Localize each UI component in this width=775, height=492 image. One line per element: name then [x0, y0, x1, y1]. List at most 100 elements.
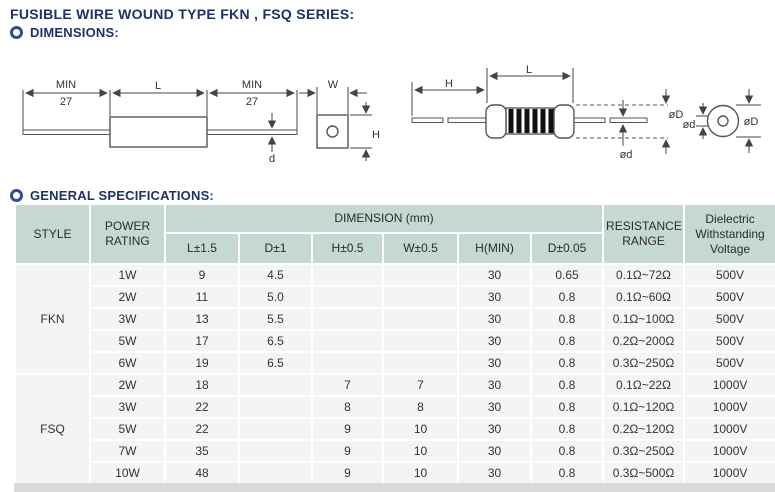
dim-value-min-right: 27 — [246, 96, 258, 108]
cell-h — [311, 285, 384, 309]
fkn-outline-drawing: H L øD ød ød øD — [411, 64, 761, 161]
dim-label-od-end-inner: ød — [683, 119, 696, 131]
cell-w — [382, 351, 459, 375]
cell-resistance: 0.2Ω~120Ω — [602, 417, 686, 441]
cell-power: 5W — [89, 417, 166, 441]
cell-d005: 0.8 — [529, 373, 605, 397]
cell-voltage: 500V — [683, 329, 775, 353]
cell-d — [238, 461, 313, 485]
header-dim-d005: D±0.05 — [529, 232, 605, 265]
cell-l: 9 — [164, 263, 240, 287]
cell-power: 6W — [89, 351, 166, 375]
cell-d: 4.5 — [238, 263, 313, 287]
header-dim-w: W±0.5 — [382, 232, 459, 265]
cell-resistance: 0.1Ω~120Ω — [602, 395, 686, 419]
cell-h: 9 — [311, 439, 384, 463]
cell-hmin: 30 — [457, 395, 532, 419]
page-title: FUSIBLE WIRE WOUND TYPE FKN , FSQ SERIES… — [10, 6, 355, 22]
cell-l: 18 — [164, 373, 240, 397]
dim-value-min-left: 27 — [60, 96, 72, 108]
cell-resistance: 0.1Ω~100Ω — [602, 307, 686, 331]
cell-power: 5W — [89, 329, 166, 353]
cell-voltage: 500V — [683, 307, 775, 331]
dim-label-od-lead: ød — [620, 149, 633, 161]
cell-d — [238, 439, 313, 463]
cell-h: 8 — [311, 395, 384, 419]
header-power-rating: POWER RATING — [89, 203, 166, 265]
header-dim-hmin: H(MIN) — [457, 232, 532, 265]
cell-hmin: 30 — [457, 285, 532, 309]
general-specs-heading-label: GENERAL SPECIFICATIONS: — [30, 188, 214, 203]
cell-hmin: 30 — [457, 417, 532, 441]
cell-d005: 0.8 — [529, 417, 605, 441]
cell-voltage: 1000V — [683, 373, 775, 397]
cell-d005: 0.8 — [529, 351, 605, 375]
cell-h — [311, 351, 384, 375]
cell-power: 3W — [89, 395, 166, 419]
header-dim-h: H±0.5 — [311, 232, 384, 265]
cell-d005: 0.8 — [529, 285, 605, 309]
dim-label-w: W — [328, 79, 339, 91]
header-style: STYLE — [14, 203, 91, 265]
header-dim-l: L±1.5 — [164, 232, 240, 265]
dimensions-heading-label: DIMENSIONS: — [30, 25, 119, 40]
cell-d: 5.0 — [238, 285, 313, 309]
header-resistance-range: RESISTANCE RANGE — [602, 203, 686, 265]
cell-voltage: 1000V — [683, 395, 775, 419]
cell-power: 10W — [89, 461, 166, 485]
cell-resistance: 0.1Ω~72Ω — [602, 263, 686, 287]
dim-label-h-lead: H — [445, 78, 453, 90]
cell-d: 6.5 — [238, 351, 313, 375]
cell-l: 22 — [164, 417, 240, 441]
cell-w — [382, 285, 459, 309]
cell-resistance: 0.3Ω~250Ω — [602, 351, 686, 375]
dimensions-section-heading: DIMENSIONS: — [10, 25, 119, 40]
dim-label-h-square: H — [372, 129, 380, 141]
cell-l: 22 — [164, 395, 240, 419]
bottom-strip — [14, 483, 775, 492]
cell-d005: 0.8 — [529, 439, 605, 463]
cell-w — [382, 307, 459, 331]
cell-d — [238, 417, 313, 441]
cell-hmin: 30 — [457, 461, 532, 485]
dim-label-min-left: MIN — [56, 79, 76, 91]
cell-power: 7W — [89, 439, 166, 463]
cell-h: 9 — [311, 461, 384, 485]
cell-power: 2W — [89, 285, 166, 309]
cell-h — [311, 307, 384, 331]
header-dim-d: D±1 — [238, 232, 313, 265]
cell-hmin: 30 — [457, 263, 532, 287]
cell-resistance: 0.3Ω~250Ω — [602, 439, 686, 463]
cell-resistance: 0.2Ω~200Ω — [602, 329, 686, 353]
cell-l: 13 — [164, 307, 240, 331]
cell-hmin: 30 — [457, 373, 532, 397]
fsq-outline-drawing: MIN 27 L MIN 27 W H d — [22, 79, 380, 165]
cell-power: 1W — [89, 263, 166, 287]
cell-d: 6.5 — [238, 329, 313, 353]
header-dimension-mm: DIMENSION (mm) — [163, 203, 605, 234]
cell-l: 35 — [164, 439, 240, 463]
cell-w: 10 — [382, 439, 459, 463]
dim-label-d-lead: d — [269, 153, 275, 165]
cell-d — [238, 395, 313, 419]
resistor-bands — [508, 109, 554, 133]
cell-w: 8 — [382, 395, 459, 419]
cell-w — [382, 263, 459, 287]
general-specs-section-heading: GENERAL SPECIFICATIONS: — [10, 188, 214, 203]
cell-w — [382, 329, 459, 353]
cell-voltage: 500V — [683, 285, 775, 309]
cell-hmin: 30 — [457, 351, 532, 375]
cell-voltage: 500V — [683, 263, 775, 287]
cell-d005: 0.8 — [529, 395, 605, 419]
dimension-drawings: MIN 27 L MIN 27 W H d — [22, 64, 761, 165]
cell-w: 7 — [382, 373, 459, 397]
cell-l: 17 — [164, 329, 240, 353]
